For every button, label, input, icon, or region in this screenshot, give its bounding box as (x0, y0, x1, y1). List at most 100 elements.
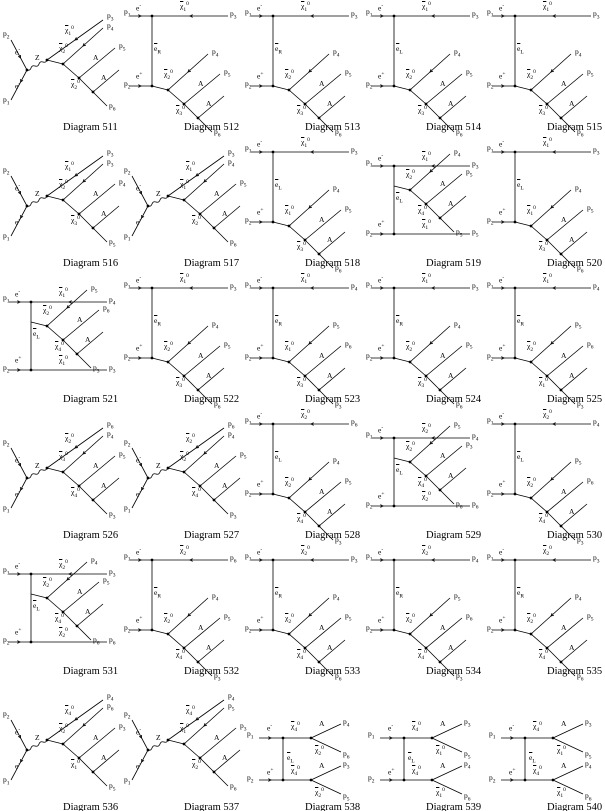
neutralino-out (560, 525, 576, 541)
neutralino-line (62, 199, 80, 215)
momentum-label: p6 (107, 701, 114, 713)
momentum-label: p6 (577, 671, 584, 683)
momentum-label: p5 (466, 339, 473, 351)
neutralino-line (272, 221, 290, 227)
photon-line (318, 639, 346, 663)
momentum-label: p5 (224, 67, 231, 79)
momentum-label: p3 (351, 145, 358, 157)
arrow-marker (138, 356, 142, 360)
vertex-dot (45, 324, 49, 328)
photon-label: A (448, 643, 454, 652)
diagram-caption: Diagram 530 (547, 530, 603, 541)
arrow-marker (187, 613, 192, 617)
electron-label: e- (499, 547, 505, 557)
neutralino-line (30, 321, 48, 327)
z-boson-line (26, 59, 48, 71)
photon-line (546, 345, 584, 377)
z-boson-label: Z (35, 733, 40, 742)
momentum-label: p3 (466, 439, 473, 451)
neutralino-label: χ20 (192, 759, 201, 771)
diagram-caption: Diagram 538 (305, 802, 361, 811)
neutralino-label: χ20 (406, 341, 415, 353)
momentum-label: p6 (335, 263, 342, 275)
arrow-marker (259, 286, 263, 290)
diagram-graphic (372, 286, 470, 405)
neutralino-line (304, 375, 320, 391)
momentum-label: p6 (351, 417, 358, 429)
electron-label: e- (136, 217, 142, 227)
neutralino-line (199, 485, 215, 501)
vertex-dot (424, 474, 428, 478)
vertex-dot (408, 460, 412, 464)
photon-label: A (93, 461, 99, 470)
arrow-marker (141, 758, 145, 763)
neutralino-out (318, 525, 334, 541)
momentum-label: p4 (472, 553, 479, 565)
photon-line (304, 209, 342, 241)
neutralino-line (393, 629, 411, 635)
diagram-graphic (372, 14, 470, 133)
vertex-dot (61, 470, 65, 474)
diagram-caption: Diagram 525 (547, 394, 603, 405)
photon-line (183, 73, 221, 105)
momentum-label: p5 (575, 455, 582, 467)
neutralino-label: χ30 (297, 241, 306, 253)
photon-label: A (93, 189, 99, 198)
arrow-marker (550, 341, 555, 345)
momentum-label: p2 (245, 487, 252, 499)
diagram-caption: Diagram 526 (63, 530, 119, 541)
momentum-label: p1 (487, 279, 494, 291)
diagram-caption: Diagram 523 (305, 394, 361, 405)
momentum-label: p3 (107, 147, 114, 159)
arrow-marker (189, 558, 193, 562)
momentum-label: p3 (593, 553, 600, 565)
arrow-marker (380, 356, 384, 360)
momentum-label: p2 (3, 165, 10, 177)
vertex-dot (271, 422, 275, 426)
momentum-label: p2 (489, 773, 496, 785)
neutralino-line (46, 467, 64, 473)
vertex-dot (61, 610, 65, 614)
momentum-label: p5 (454, 591, 461, 603)
arrow-marker (138, 190, 143, 195)
diagram-caption: Diagram 513 (305, 122, 361, 133)
vertex-dot (182, 102, 186, 106)
vertex-dot (75, 624, 79, 628)
momentum-label: p6 (228, 419, 235, 431)
momentum-label: p2 (124, 623, 131, 635)
electron-label: e+ (388, 767, 395, 777)
arrow-marker (20, 78, 24, 83)
neutralino-label: χ10 (527, 205, 536, 217)
neutralino-label: χ40 (71, 487, 80, 499)
vertex-dot (198, 484, 202, 488)
neutralino-line (393, 185, 411, 191)
diagram-graphic (372, 425, 470, 508)
photon-label: A (440, 179, 446, 188)
neutralino-label: χ30 (71, 215, 80, 227)
neutralino-line (272, 493, 290, 499)
photon-line (546, 617, 584, 649)
photon-line (560, 639, 588, 663)
neutralino-label: χ30 (176, 105, 185, 117)
positron-line (10, 205, 28, 237)
arrow-marker (550, 69, 555, 73)
neutralino-label: χ10 (186, 161, 195, 173)
momentum-label: p5 (587, 611, 594, 623)
neutralino-label: χ10 (65, 161, 74, 173)
momentum-label: p6 (577, 263, 584, 275)
selectron-label: eR (396, 588, 404, 600)
neutralino-line (409, 89, 427, 105)
arrow-marker (310, 150, 314, 154)
arrow-marker (138, 286, 142, 290)
vertex-dot (91, 498, 95, 502)
neutralino-label: χ10 (543, 1, 552, 13)
neutralino-line (46, 59, 64, 65)
photon-line (318, 367, 346, 391)
neutralino-line (272, 357, 290, 363)
neutralino-line (514, 85, 532, 91)
